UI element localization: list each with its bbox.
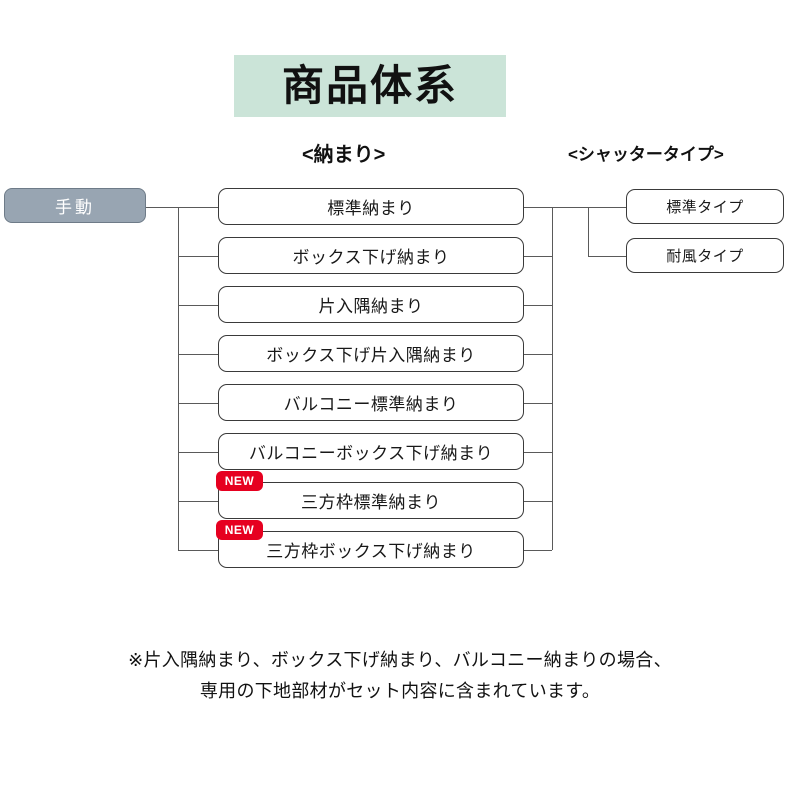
connector-line-horizontal — [178, 354, 218, 355]
osamari-node[interactable]: 三方枠標準納まり — [218, 482, 524, 519]
osamari-node-label: 片入隅納まり — [318, 297, 424, 316]
osamari-node[interactable]: ボックス下げ片入隅納まり — [218, 335, 524, 372]
connector-line-horizontal — [524, 354, 552, 355]
page-title-banner: 商品体系 — [234, 55, 506, 117]
osamari-node-label: 三方枠ボックス下げ納まり — [266, 542, 476, 561]
connector-line-horizontal — [524, 305, 552, 306]
page-title: 商品体系 — [281, 62, 458, 109]
connector-line-horizontal — [588, 256, 626, 257]
footer-note: ※片入隅納まり、ボックス下げ納まり、バルコニー納まりの場合、 専用の下地部材がセ… — [0, 645, 800, 707]
osamari-node-label: 三方枠標準納まり — [301, 493, 441, 512]
connector-line-horizontal — [524, 501, 552, 502]
connector-line-horizontal — [178, 403, 218, 404]
connector-line-horizontal — [178, 207, 218, 208]
connector-line-vertical — [178, 207, 179, 550]
osamari-node-label: バルコニーボックス下げ納まり — [248, 444, 494, 463]
osamari-node-label: バルコニー標準納まり — [283, 395, 459, 414]
connector-line-horizontal — [524, 256, 552, 257]
shutter-node-label: 標準タイプ — [666, 199, 744, 216]
connector-line-horizontal — [178, 305, 218, 306]
shutter-node[interactable]: 標準タイプ — [626, 189, 784, 224]
osamari-node[interactable]: 三方枠ボックス下げ納まり — [218, 531, 524, 568]
osamari-node[interactable]: ボックス下げ納まり — [218, 237, 524, 274]
section-heading-shutter: <シャッタータイプ> — [568, 145, 724, 164]
connector-line-horizontal — [524, 403, 552, 404]
connector-line-horizontal — [552, 207, 588, 208]
shutter-node[interactable]: 耐風タイプ — [626, 238, 784, 273]
footer-note-line-1: ※片入隅納まり、ボックス下げ納まり、バルコニー納まりの場合、 — [128, 650, 672, 670]
root-node-manual[interactable]: 手動 — [4, 188, 146, 223]
connector-line-vertical — [588, 207, 589, 256]
connector-line-horizontal — [178, 550, 218, 551]
connector-line-vertical — [552, 207, 553, 550]
osamari-node[interactable]: バルコニーボックス下げ納まり — [218, 433, 524, 470]
connector-line-horizontal — [524, 550, 552, 551]
new-badge-label: NEW — [224, 523, 255, 537]
connector-line-horizontal — [524, 207, 552, 208]
osamari-node-label: ボックス下げ片入隅納まり — [266, 346, 476, 365]
new-badge: NEW — [216, 471, 263, 491]
connector-line-horizontal — [178, 452, 218, 453]
connector-line-horizontal — [178, 501, 218, 502]
new-badge-label: NEW — [224, 474, 255, 488]
section-heading-osamari: <納まり> — [302, 144, 386, 166]
shutter-node-label: 耐風タイプ — [666, 248, 744, 265]
connector-line-horizontal — [524, 452, 552, 453]
osamari-node[interactable]: 片入隅納まり — [218, 286, 524, 323]
connector-line-horizontal — [146, 207, 178, 208]
osamari-node[interactable]: 標準納まり — [218, 188, 524, 225]
connector-line-horizontal — [178, 256, 218, 257]
osamari-node-label: ボックス下げ納まり — [292, 248, 450, 267]
root-node-label: 手動 — [55, 198, 95, 217]
connector-line-horizontal — [588, 207, 626, 208]
footer-note-line-2: 専用の下地部材がセット内容に含まれています。 — [199, 681, 601, 701]
new-badge: NEW — [216, 520, 263, 540]
osamari-node-label: 標準納まり — [327, 199, 415, 218]
osamari-node[interactable]: バルコニー標準納まり — [218, 384, 524, 421]
